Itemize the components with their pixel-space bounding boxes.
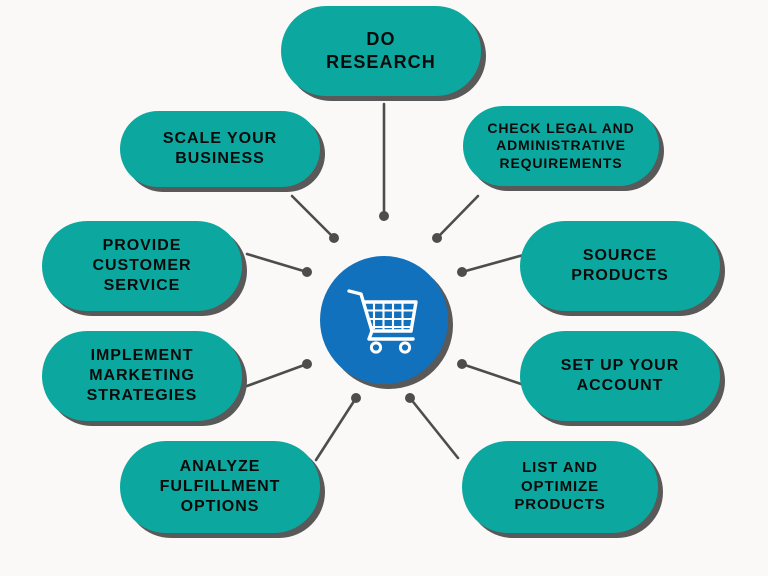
node-list-and-optimize-products[interactable]: LIST AND OPTIMIZE PRODUCTS (462, 441, 658, 533)
node-label: PROVIDE CUSTOMER SERVICE (92, 236, 192, 295)
connector-line (460, 252, 529, 274)
connector-dot (351, 393, 361, 403)
node-check-legal-requirements[interactable]: CHECK LEGAL AND ADMINISTRATIVE REQUIREME… (463, 106, 659, 186)
connector-dot (379, 211, 389, 221)
connector-provide-customer-service (245, 252, 312, 277)
connector-dot (302, 267, 312, 277)
node-label: IMPLEMENT MARKETING STRATEGIES (86, 346, 198, 405)
connector-check-legal-requirements (432, 194, 480, 243)
node-label: LIST AND OPTIMIZE PRODUCTS (514, 458, 606, 514)
connector-dot (405, 393, 415, 403)
connector-implement-marketing-strategies (245, 359, 312, 388)
shopping-cart-icon (345, 285, 423, 355)
node-analyze-fulfillment-options[interactable]: ANALYZE FULFILLMENT OPTIONS (120, 441, 320, 533)
connector-source-products (457, 252, 529, 277)
center-hub[interactable] (320, 256, 448, 384)
node-label: SCALE YOUR BUSINESS (162, 129, 278, 167)
connector-line (290, 194, 336, 240)
node-scale-your-business[interactable]: SCALE YOUR BUSINESS (120, 111, 320, 187)
connector-line (245, 362, 309, 388)
connector-set-up-your-account (457, 359, 529, 388)
node-source-products[interactable]: SOURCE PRODUCTS (520, 221, 720, 311)
node-label: SOURCE PRODUCTS (571, 246, 669, 284)
node-label: ANALYZE FULFILLMENT OPTIONS (159, 457, 281, 516)
node-implement-marketing-strategies[interactable]: IMPLEMENT MARKETING STRATEGIES (42, 331, 242, 421)
connector-do-research (379, 102, 389, 221)
connector-scale-your-business (290, 194, 339, 243)
connector-line (408, 396, 460, 460)
connector-list-and-optimize-products (405, 393, 460, 460)
connector-dot (329, 233, 339, 243)
connector-dot (457, 359, 467, 369)
node-label: SET UP YOUR ACCOUNT (560, 356, 680, 394)
connector-dot (457, 267, 467, 277)
node-set-up-your-account[interactable]: SET UP YOUR ACCOUNT (520, 331, 720, 421)
connector-line (314, 396, 358, 462)
node-label: DO RESEARCH (326, 29, 436, 72)
node-provide-customer-service[interactable]: PROVIDE CUSTOMER SERVICE (42, 221, 242, 311)
connector-dot (302, 359, 312, 369)
connector-line (435, 194, 480, 240)
node-label: CHECK LEGAL AND ADMINISTRATIVE REQUIREME… (487, 119, 635, 171)
node-do-research[interactable]: DO RESEARCH (281, 6, 481, 96)
connector-line (460, 362, 529, 388)
connector-analyze-fulfillment-options (314, 393, 361, 462)
connector-dot (432, 233, 442, 243)
connector-line (245, 252, 309, 274)
